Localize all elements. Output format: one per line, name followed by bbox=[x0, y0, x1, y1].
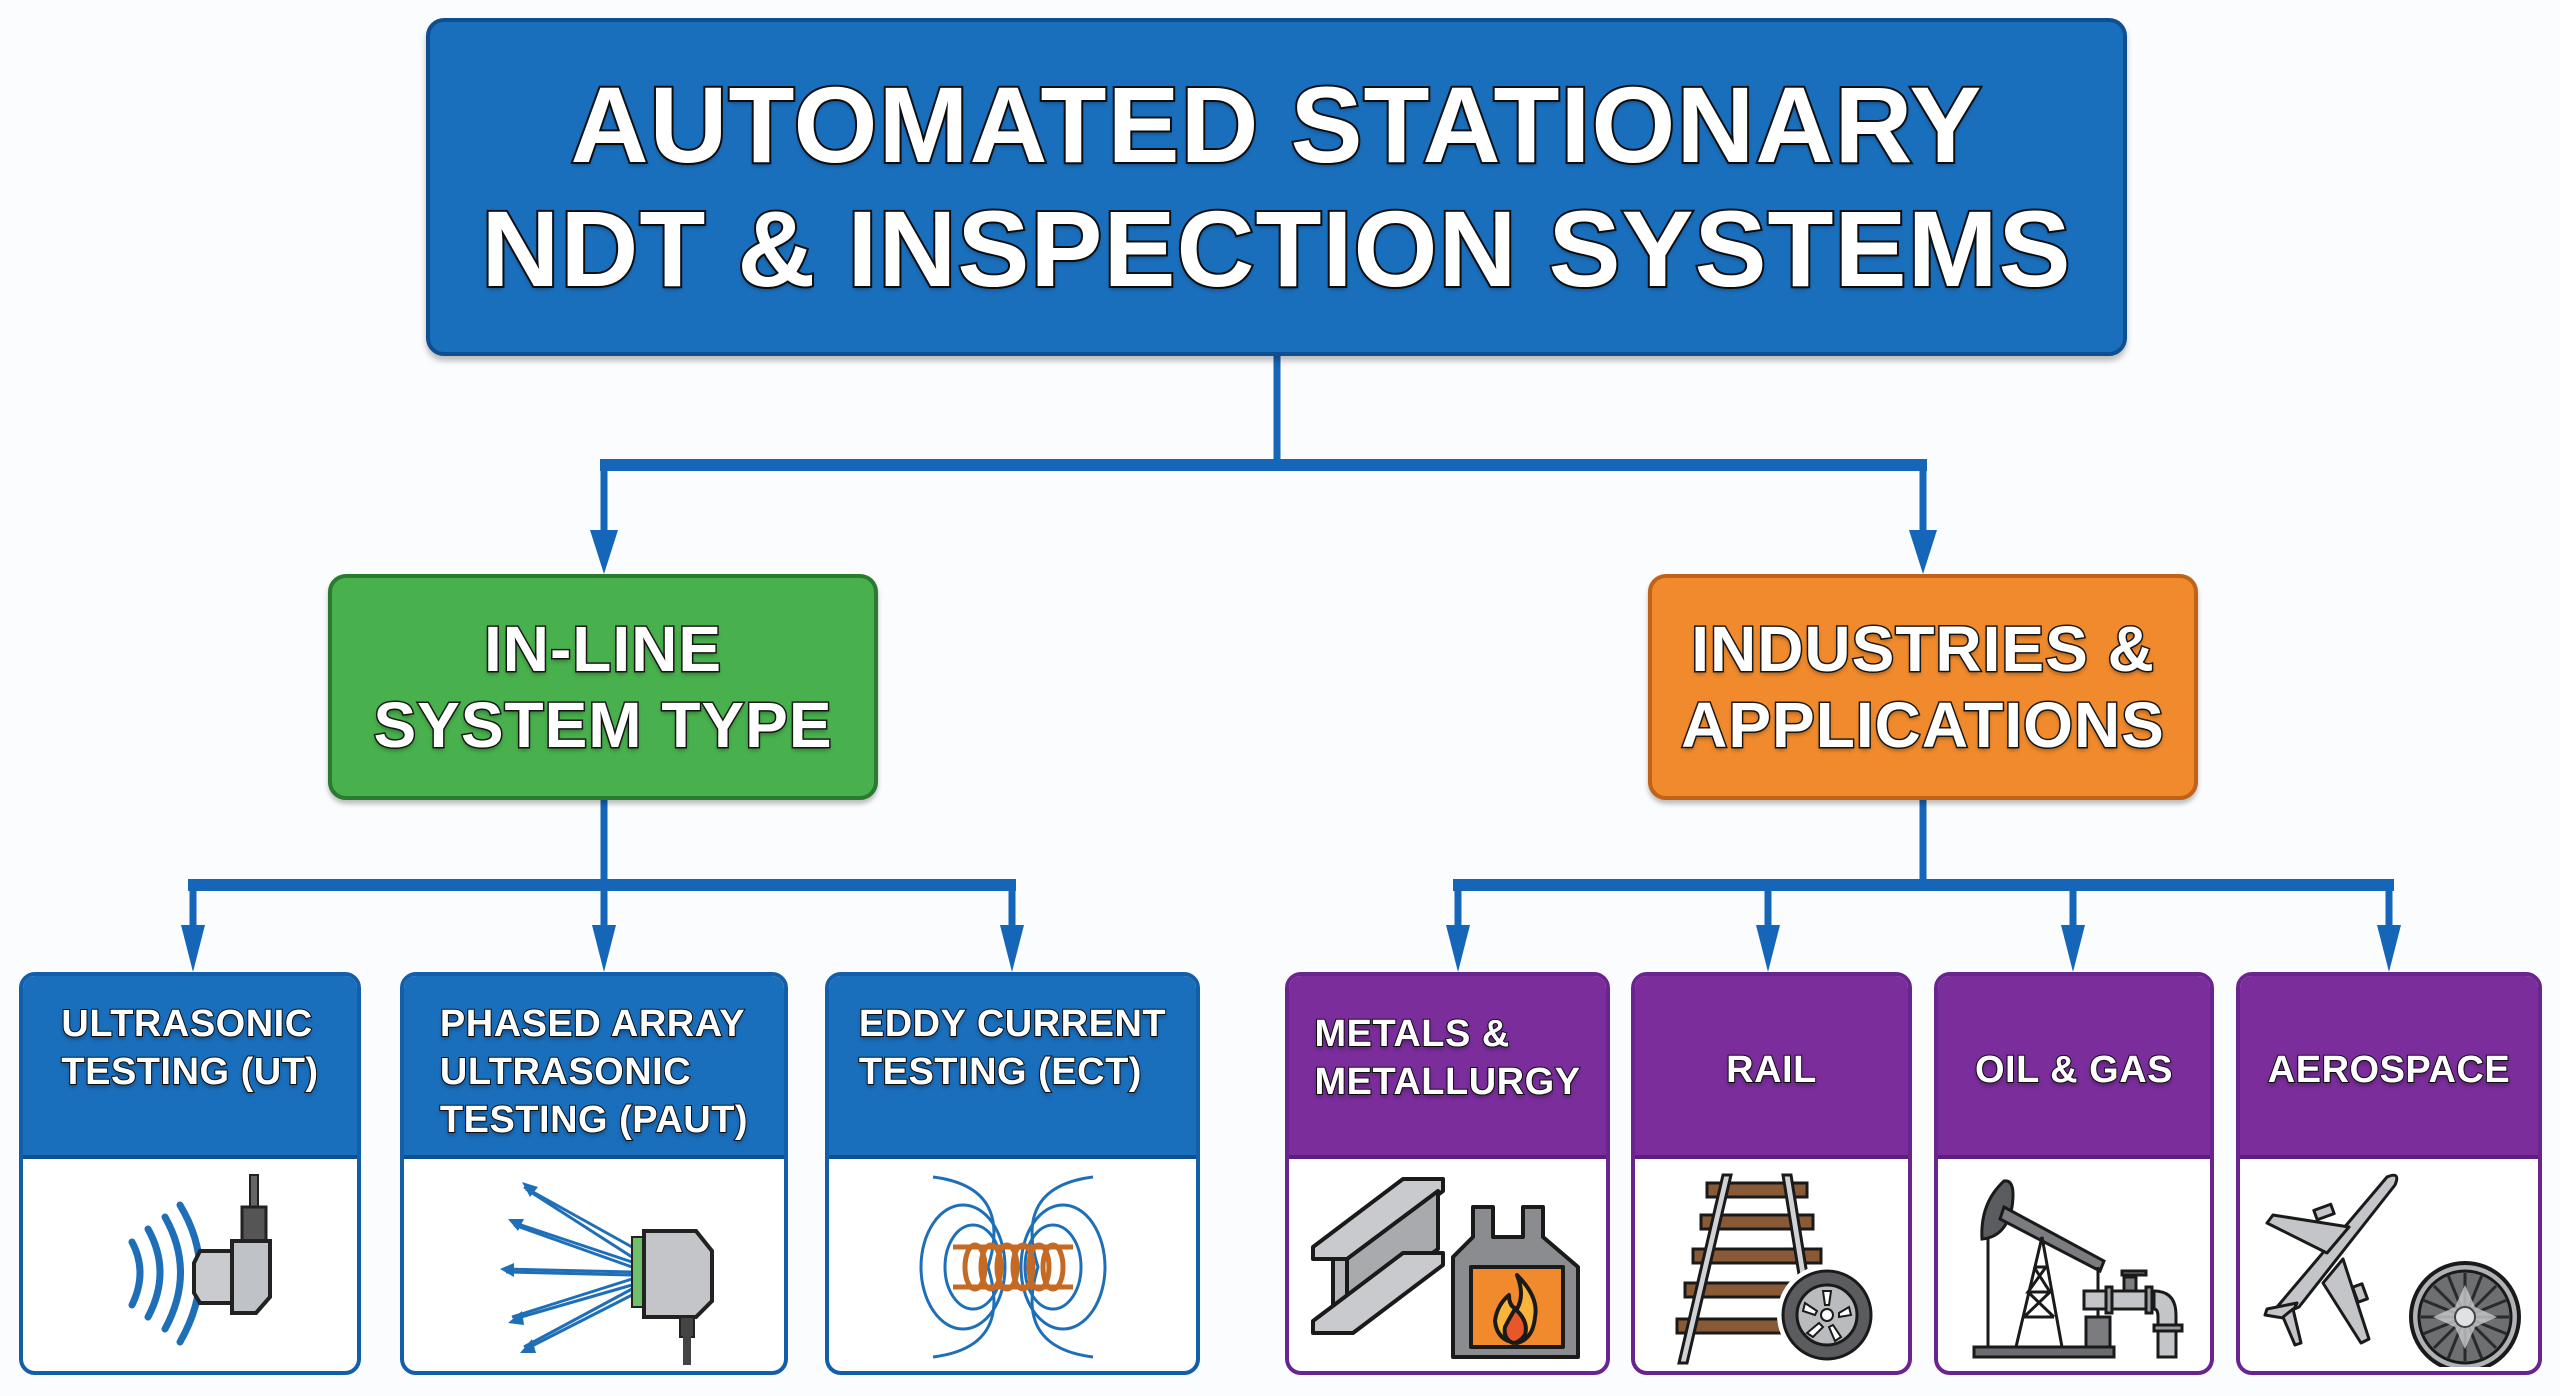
rail-track-wheel-icon bbox=[1675, 1173, 1877, 1365]
card-aerospace: AEROSPACE bbox=[2236, 972, 2542, 1375]
arrow-head bbox=[590, 530, 618, 574]
industries-applications-label: INDUSTRIES & APPLICATIONS bbox=[1680, 612, 2166, 763]
card-label: AEROSPACE bbox=[2267, 1048, 2511, 1092]
card-eddy-current: EDDY CURRENT TESTING (ECT) bbox=[825, 972, 1200, 1375]
arrow-head bbox=[2061, 925, 2085, 972]
card-ultrasonic-testing: ULTRASONIC TESTING (UT) bbox=[19, 972, 361, 1375]
arrow-head bbox=[1756, 925, 1780, 972]
steel-beam-furnace-icon bbox=[1303, 1167, 1580, 1359]
arrow-head bbox=[2377, 925, 2401, 972]
inline-system-type-label: IN-LINE SYSTEM TYPE bbox=[372, 612, 833, 763]
phased-array-probe-icon bbox=[500, 1182, 714, 1365]
card-label: ULTRASONIC TESTING (UT) bbox=[60, 1002, 319, 1094]
card-label: RAIL bbox=[1725, 1048, 1817, 1092]
title-box: AUTOMATED STATIONARY NDT & INSPECTION SY… bbox=[426, 18, 2127, 356]
arrow-head bbox=[1909, 530, 1937, 574]
card-phased-array: PHASED ARRAY ULTRASONIC TESTING (PAUT) bbox=[400, 972, 788, 1375]
card-label: EDDY CURRENT TESTING (ECT) bbox=[858, 1002, 1167, 1094]
eddy-current-coil-icon bbox=[919, 1175, 1106, 1359]
arrow-head bbox=[181, 925, 205, 972]
oil-pump-jack-icon bbox=[1972, 1179, 2184, 1359]
airplane-turbine-icon bbox=[2263, 1173, 2521, 1367]
card-metals-metallurgy: METALS & METALLURGY bbox=[1285, 972, 1610, 1375]
card-label: OIL & GAS bbox=[1974, 1048, 2174, 1092]
card-label: PHASED ARRAY ULTRASONIC TESTING (PAUT) bbox=[439, 1002, 749, 1142]
page-title: AUTOMATED STATIONARY NDT & INSPECTION SY… bbox=[479, 62, 2072, 311]
arrow-head bbox=[1000, 925, 1024, 972]
card-oil-gas: OIL & GAS bbox=[1934, 972, 2214, 1375]
arrow-head bbox=[1446, 925, 1470, 972]
ultrasonic-probe-icon bbox=[128, 1174, 272, 1346]
industries-applications-box: INDUSTRIES & APPLICATIONS bbox=[1648, 574, 2198, 800]
card-rail: RAIL bbox=[1631, 972, 1912, 1375]
card-label: METALS & METALLURGY bbox=[1313, 1012, 1581, 1104]
arrow-head bbox=[592, 925, 616, 972]
inline-system-type-box: IN-LINE SYSTEM TYPE bbox=[328, 574, 878, 800]
